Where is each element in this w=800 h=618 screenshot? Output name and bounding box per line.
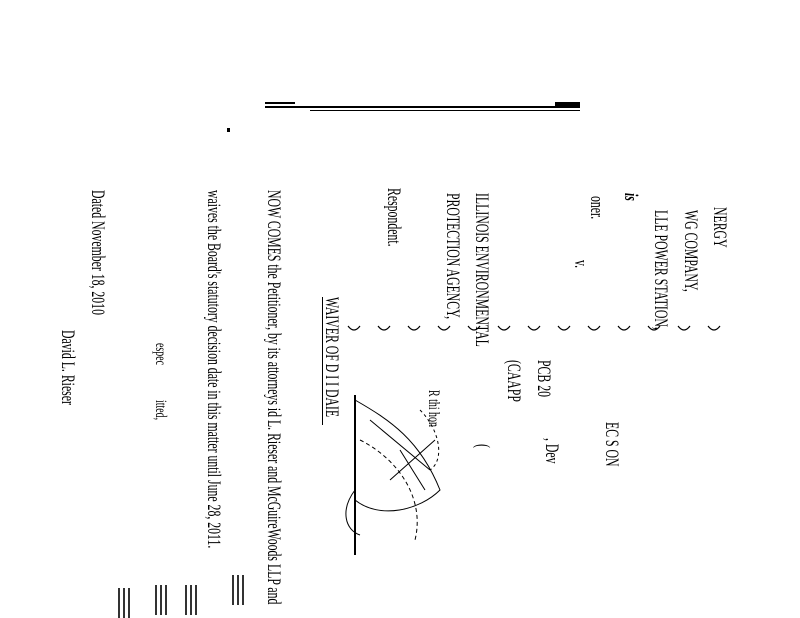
respectfully-fragment: espec [152, 343, 169, 366]
caption-brace [617, 325, 631, 331]
header-rule [555, 102, 580, 106]
illegible-footer-mark [185, 585, 199, 615]
caption-brace [347, 325, 361, 331]
caption-brace [437, 325, 451, 331]
case-number: PCB 20 [533, 360, 554, 397]
caption-brace [647, 325, 661, 331]
caption-brace [467, 325, 481, 331]
scan-mark [227, 128, 230, 132]
clerk-stamp-scribble [345, 395, 441, 555]
header-rule [310, 110, 580, 111]
date-line: Dated November 18, 2010 [87, 190, 108, 315]
caption-brace [527, 325, 541, 331]
case-paren: ( [472, 444, 493, 448]
header-rule [265, 106, 580, 108]
caption-brace [407, 325, 421, 331]
caption-brace [497, 325, 511, 331]
signer-name: David L. Rieser [57, 330, 78, 405]
header-rule [265, 102, 295, 104]
case-type: (CAAPP [503, 360, 524, 402]
caption-brace [707, 325, 721, 331]
heading-underline [322, 297, 323, 425]
case-fragment-dev: , Dev [541, 438, 562, 464]
illegible-footer-mark [118, 588, 132, 618]
caption-brace [677, 325, 691, 331]
illegible-footer-mark [155, 585, 169, 615]
caption-brace [377, 325, 391, 331]
caption-brace [557, 325, 571, 331]
submitted-fragment: itted, [152, 400, 169, 421]
illegible-footer-mark [232, 575, 246, 605]
body-paragraph-line2: waives the Board's statutory decision da… [203, 190, 224, 549]
case-fragment: EC S ON [601, 422, 622, 467]
caption-brace [587, 325, 601, 331]
body-paragraph-line1: NOW COMES the Petitioner, by its attorne… [263, 190, 284, 605]
